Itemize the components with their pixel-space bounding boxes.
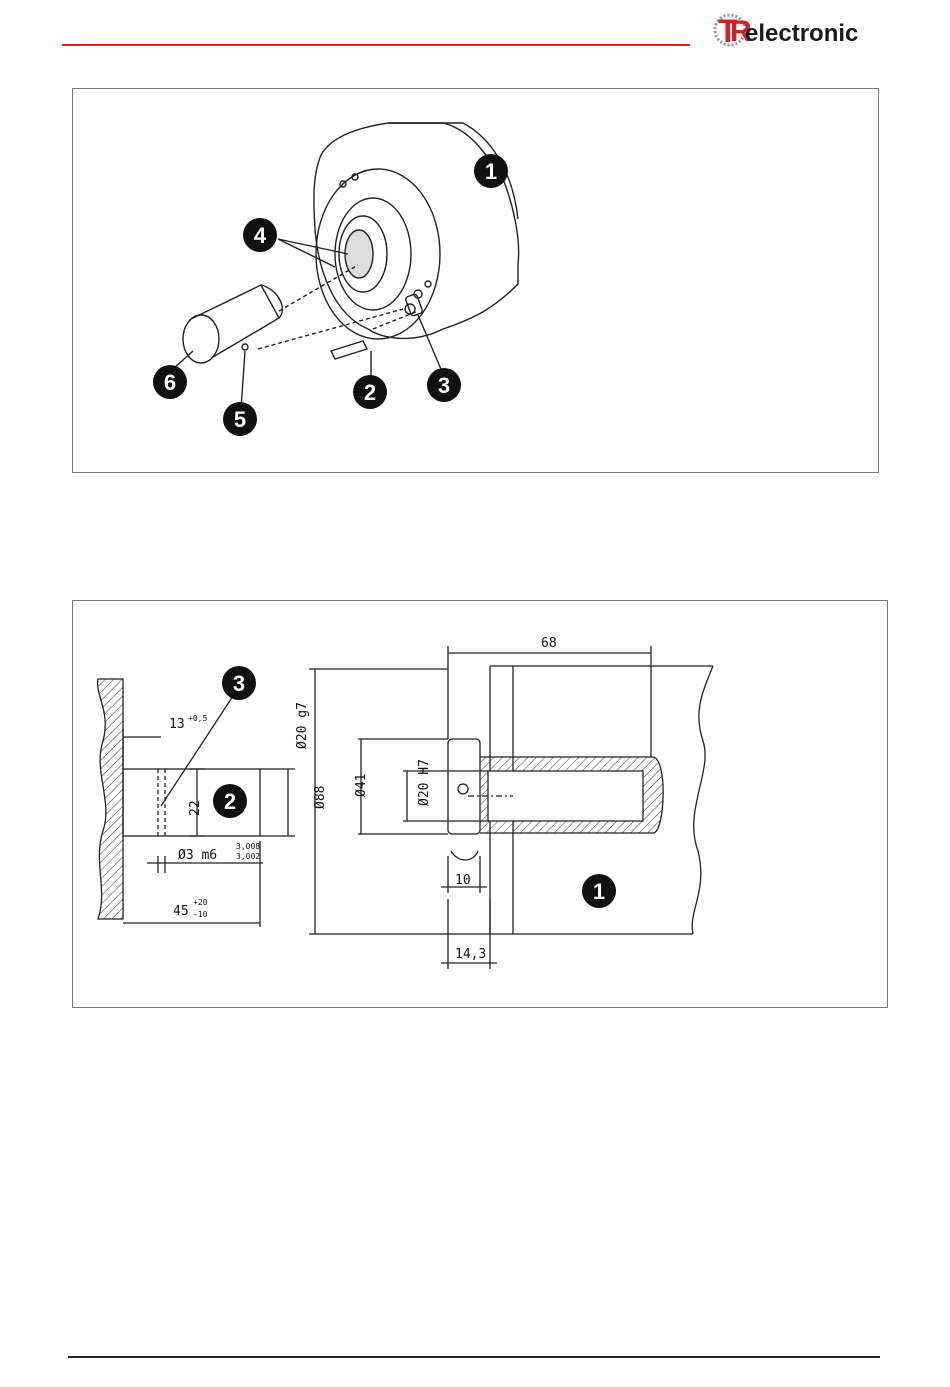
dim-3m6-lower: 3,002 bbox=[236, 852, 260, 861]
dimension-drawing: 3 2 1 13 +0,5 22 Ø20 g7 Ø3 m6 3,008 3,00… bbox=[73, 601, 887, 1007]
fig2-callout-3-label: 3 bbox=[233, 671, 245, 696]
figure-dimension-drawing: 3 2 1 13 +0,5 22 Ø20 g7 Ø3 m6 3,008 3,00… bbox=[72, 600, 888, 1008]
footer-rule bbox=[68, 1356, 880, 1358]
dim-88: Ø88 bbox=[313, 786, 328, 809]
dim-14-3: 14,3 bbox=[455, 947, 486, 962]
header-rule bbox=[62, 44, 690, 46]
dim-20g7: Ø20 g7 bbox=[295, 702, 310, 749]
dim-10: 10 bbox=[455, 873, 471, 888]
callout-1-label: 1 bbox=[485, 159, 497, 184]
dim-45-lower: -10 bbox=[193, 910, 208, 919]
dim-3m6-upper: 3,008 bbox=[236, 842, 260, 851]
dim-20h7: Ø20 H7 bbox=[417, 759, 432, 806]
dim-22: 22 bbox=[188, 800, 203, 816]
callout-3-label: 3 bbox=[438, 373, 450, 398]
dim-3m6: Ø3 m6 bbox=[178, 848, 217, 863]
exploded-view-drawing: 1 4 6 5 2 3 bbox=[73, 89, 878, 472]
dim-45-upper: +20 bbox=[193, 898, 208, 907]
dim-68: 68 bbox=[541, 636, 557, 651]
dim-13-tol: +0,5 bbox=[188, 714, 207, 723]
callout-6-label: 6 bbox=[164, 370, 176, 395]
dim-13: 13 bbox=[169, 717, 185, 732]
dim-45: 45 bbox=[173, 904, 189, 919]
dim-41: Ø41 bbox=[354, 774, 369, 797]
callout-2-label: 2 bbox=[364, 380, 376, 405]
fig2-callout-2-label: 2 bbox=[224, 789, 236, 814]
logo-text: electronic bbox=[745, 20, 858, 48]
fig2-callout-1-label: 1 bbox=[593, 879, 605, 904]
callout-5-label: 5 bbox=[234, 407, 246, 432]
callout-4-label: 4 bbox=[254, 223, 267, 248]
figure-exploded-view: 1 4 6 5 2 3 bbox=[72, 88, 879, 473]
